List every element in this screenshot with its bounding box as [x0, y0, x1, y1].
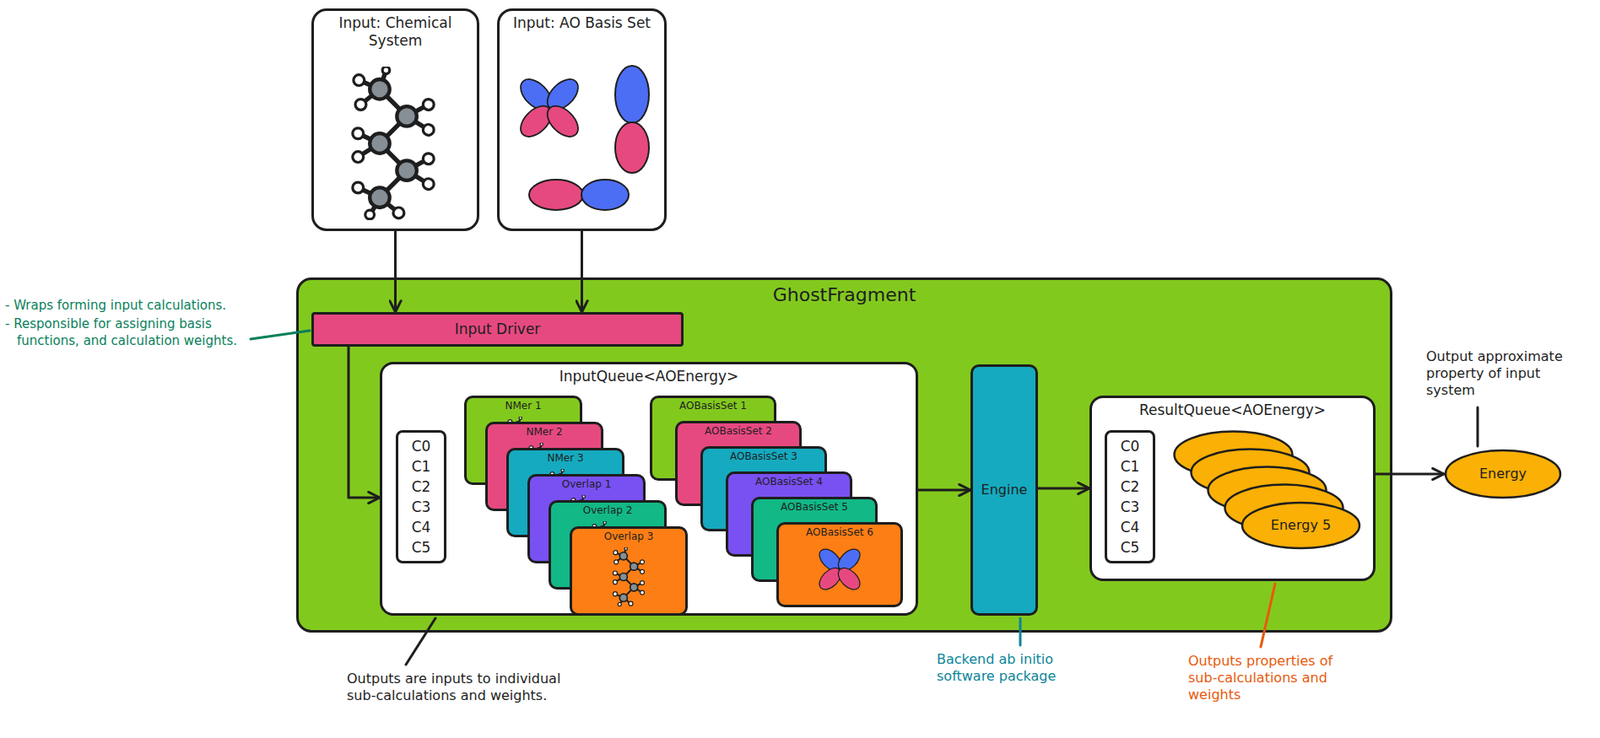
node-label: GhostFragment: [303, 283, 1385, 308]
leader-line: [1019, 618, 1022, 646]
annotation-note: Output approximate property of input sys…: [1426, 348, 1591, 400]
card-title: Overlap 2: [554, 504, 661, 518]
energy-ellipse: Energy: [1443, 448, 1563, 500]
node-label: Input: AO Basis Set: [504, 14, 660, 33]
flow-arrow: [394, 231, 397, 313]
flow-arrow: [580, 231, 584, 313]
annotation-note: - Wraps forming input calculations.: [5, 297, 297, 314]
orbital-figure: [514, 65, 649, 211]
energy-ellipse: Energy 5: [1240, 501, 1362, 551]
leader-line: [1476, 407, 1480, 447]
molecule-icon: [612, 547, 644, 607]
card-title: AOBasisSet 1: [655, 400, 771, 413]
node-label: Input: Chemical System: [318, 14, 472, 51]
index-column: C0 C1 C2 C3 C4 C5: [407, 436, 435, 558]
card-title: NMer 3: [512, 452, 619, 465]
card-title: AOBasisSet 3: [706, 450, 822, 464]
card-title: AOBasisSet 6: [782, 526, 898, 540]
card-title: Overlap 1: [533, 478, 640, 492]
queue-box: ResultQueue<AOEnergy> C0 C1 C2 C3 C4 C5 En…: [1089, 395, 1376, 582]
engine-bar: Engine: [970, 364, 1038, 617]
annotation-note: - Responsible for assigning basis functi…: [5, 315, 258, 350]
flow-arrow: [918, 489, 971, 492]
flow-arrow: [348, 346, 380, 498]
subcalc-card: Overlap 3: [569, 526, 688, 617]
orbital-icon: [815, 545, 864, 594]
leader-line: [1260, 583, 1276, 648]
card-title: AOBasisSet 2: [681, 425, 796, 438]
annotation-note: Outputs properties of sub-calculations a…: [1188, 653, 1357, 704]
node-label: Energy 5: [1270, 517, 1331, 535]
node-label: ResultQueue<AOEnergy>: [1097, 401, 1368, 420]
index-column: C0 C1 C2 C3 C4 C5: [1116, 436, 1144, 558]
card-title: NMer 2: [491, 426, 598, 439]
card-title: NMer 1: [470, 400, 577, 413]
card-title: AOBasisSet 4: [731, 475, 847, 489]
flow-arrow: [1037, 487, 1090, 491]
node-label: Engine: [981, 481, 1028, 499]
result-ellipse: [1174, 432, 1293, 479]
result-ellipse: [1191, 449, 1310, 497]
node-label: Energy: [1479, 465, 1527, 483]
index-list: C0 C1 C2 C3 C4 C5: [395, 430, 447, 564]
result-ellipse: [1208, 467, 1327, 514]
annotation-note: Backend ab initio software package: [936, 651, 1106, 686]
ellipse-outline: [1242, 502, 1360, 549]
molecule-figure: [352, 66, 434, 220]
leader-line: [405, 618, 436, 665]
module-panel: GhostFragmentInput DriverInputQueue<AOEn…: [296, 277, 1393, 633]
illustration: [499, 10, 670, 229]
annotation-note: Outputs are inputs to individual sub-cal…: [346, 670, 584, 705]
leader-line: [250, 330, 310, 340]
node-label: InputQueue<AOEnergy>: [387, 367, 911, 386]
driver-bar: Input Driver: [311, 312, 684, 347]
input-box: Input: AO Basis Set: [497, 8, 667, 232]
node-label: Input Driver: [454, 320, 541, 339]
input-box: Input: Chemical System: [311, 8, 480, 232]
card-title: AOBasisSet 5: [756, 501, 872, 514]
basis-card: AOBasisSet 6: [776, 522, 903, 608]
ellipse-outline: [1445, 450, 1561, 498]
queue-box: InputQueue<AOEnergy> C0 C1 C2 C3 C4 C5 NMe…: [379, 362, 919, 617]
flow-arrow: [1375, 473, 1444, 476]
card-title: Overlap 3: [575, 530, 682, 544]
index-list: C0 C1 C2 C3 C4 C5: [1104, 430, 1156, 564]
